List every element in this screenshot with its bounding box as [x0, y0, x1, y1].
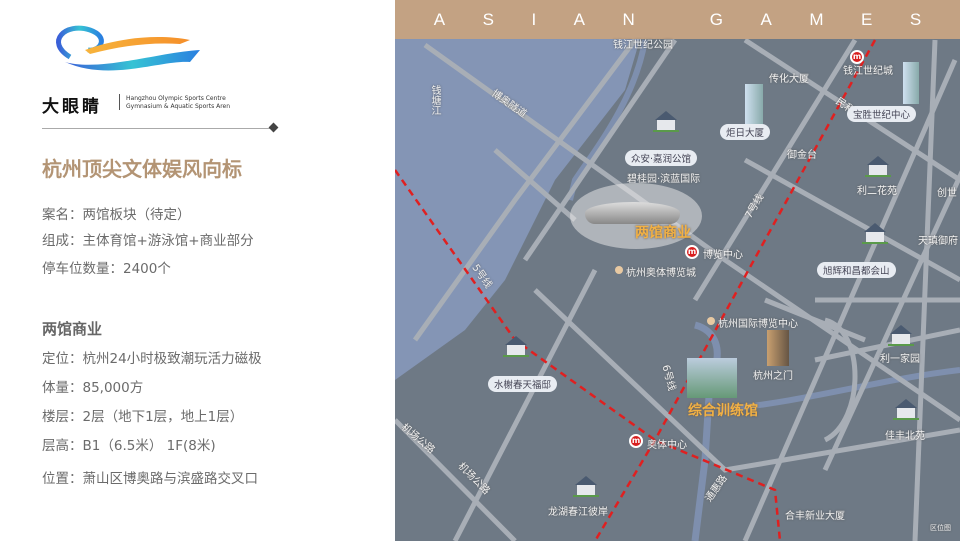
map-pill-label: 旭辉和昌都会山 [817, 262, 896, 278]
map-label: 传化大厦 [769, 74, 809, 85]
banner-letter: A [573, 9, 586, 29]
map-pill-label: 众安·嘉润公馆 [625, 150, 698, 166]
positioning: 定位：杭州24小时极致潮玩活力磁极 [42, 351, 262, 367]
banner-letter: G [709, 9, 724, 29]
map-label: 龙湖春江彼岸 [548, 507, 608, 518]
section-heading: 两馆商业 [42, 320, 103, 338]
floor-height: 层高：B1（6.5米） 1F(8米) [42, 438, 216, 454]
map-pill-label: 炬日大厦 [720, 124, 771, 140]
station-label: 博览中心 [703, 250, 743, 261]
metro-icon: m [629, 434, 643, 448]
map-label: 合丰新业大厦 [785, 511, 845, 522]
training-hall-icon [687, 358, 737, 398]
map-pill-label: 宝胜世纪中心 [847, 106, 917, 122]
banner-letter: A [433, 9, 446, 29]
tower-icon [745, 84, 763, 124]
map-label: 天瑱御府 [918, 236, 958, 247]
brand-divider [119, 94, 120, 110]
banner-letter: S [482, 9, 494, 29]
divider [42, 128, 272, 129]
brand-name: 大眼睛 [42, 97, 102, 117]
tower-icon [767, 330, 789, 366]
parking-count: 停车位数量：2400个 [42, 261, 171, 277]
banner-letter: S [909, 9, 922, 29]
banner-letter: A [760, 9, 772, 29]
map-label: 杭州国际博览中心 [718, 319, 798, 330]
house-icon [893, 399, 919, 420]
map-label: 利二花苑 [857, 186, 897, 197]
map-label: 碧桂园·滨蓝国际 [627, 174, 701, 185]
map-label: 佳丰北苑 [885, 431, 925, 442]
logo-icon [56, 25, 200, 71]
banner-letter: I [531, 9, 537, 29]
map-label: 杭州奥体博览城 [626, 268, 696, 279]
house-icon [573, 476, 599, 497]
map-label: 钱塘江 [429, 85, 440, 115]
highlight-label: 综合训练馆 [688, 403, 758, 419]
map-label: 创世 [937, 188, 957, 199]
banner-letter: E [861, 9, 873, 29]
metro-icon: m [685, 245, 699, 259]
location: 位置：萧山区博奥路与滨盛路交叉口 [42, 471, 258, 487]
tower-icon [903, 62, 919, 104]
house-icon [865, 156, 891, 177]
house-icon [862, 223, 888, 244]
map-label: 杭州之门 [753, 371, 793, 382]
house-icon [503, 336, 529, 357]
brand-en-line-1: Hangzhou Olympic Sports Centre [126, 95, 226, 102]
metro-icon: m [850, 50, 864, 64]
map-label: 利一家园 [880, 354, 920, 365]
brand-en-line-2: Gymnasium & Aquatic Sports Aren [126, 103, 231, 110]
map-pill-label: 水榭春天福邸 [488, 376, 558, 392]
map-label: 御金台 [787, 150, 817, 161]
map-label: 钱江世纪公园 [613, 40, 673, 51]
stadium-icon [585, 202, 680, 224]
project-name: 案名：两馆板块（待定） [42, 207, 191, 223]
floors: 楼层：2层（地下1层，地上1层） [42, 409, 244, 425]
banner-letter: N [622, 9, 635, 29]
station-label: 奥体中心 [647, 440, 687, 451]
project-composition: 组成：主体育馆+游泳馆+商业部分 [42, 233, 254, 249]
poi-dot [615, 266, 623, 274]
volume: 体量：85,000方 [42, 380, 144, 396]
map-base [395, 37, 960, 541]
poi-dot [707, 317, 715, 325]
house-icon [653, 111, 679, 132]
highlight-label: 两馆商业 [635, 225, 691, 241]
house-icon [888, 325, 914, 346]
page-title: 杭州顶尖文体娱风向标 [42, 157, 242, 181]
banner-letter: M [809, 9, 824, 29]
map-label: 钱江世纪城 [843, 66, 893, 77]
diamond-icon [268, 122, 279, 133]
map-caption: 区位图 [930, 524, 951, 532]
